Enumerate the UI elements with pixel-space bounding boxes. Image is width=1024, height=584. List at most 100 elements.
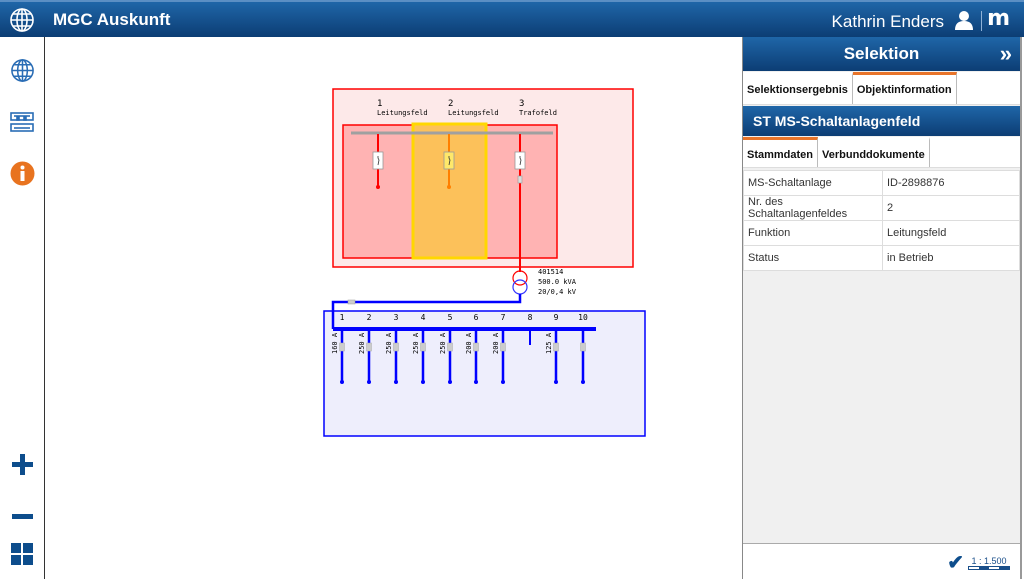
feeder-fuse <box>447 342 453 352</box>
feeder-amps: 200 A <box>465 332 473 354</box>
attr-key: MS-Schaltanlage <box>743 170 883 196</box>
scale-indicator: 1 : 1.500 <box>968 556 1010 570</box>
switch-symbol <box>448 156 451 166</box>
panel-title: Selektion <box>843 44 920 63</box>
feeder-number: 10 <box>578 313 588 322</box>
feeder-number: 3 <box>394 313 399 322</box>
feeder-fuse <box>473 342 479 352</box>
field-label: Trafofeld <box>519 109 557 117</box>
globe-icon[interactable] <box>10 58 35 83</box>
feeder-amps: 250 A <box>385 332 393 354</box>
feeder-end <box>448 380 452 384</box>
attr-key: Status <box>743 245 883 271</box>
feeder-fuse <box>420 342 426 352</box>
attr-value: 2 <box>882 195 1020 221</box>
feeder-number: 4 <box>421 313 426 322</box>
panel-footer: ✔ 1 : 1.500 <box>743 543 1020 579</box>
feeder-end <box>581 380 585 384</box>
user-name[interactable]: Kathrin Enders <box>831 12 944 31</box>
feeder-fuse <box>339 342 345 352</box>
user-icon[interactable] <box>954 10 974 35</box>
switch-symbol <box>377 156 380 166</box>
feeder-end <box>474 380 478 384</box>
switch-symbol <box>519 156 522 166</box>
transformer-primary-icon[interactable] <box>512 270 528 286</box>
feeder-end <box>394 380 398 384</box>
zoom-out-icon[interactable] <box>10 504 35 529</box>
feeder-fuse <box>393 342 399 352</box>
field-number: 2 <box>448 99 453 109</box>
scale-bar <box>968 566 1010 570</box>
feeder-end <box>501 380 505 384</box>
switch-icon[interactable] <box>514 151 526 170</box>
feeder-amps: 250 A <box>412 332 420 354</box>
transformer-power: 500.0 kVA <box>538 278 577 286</box>
feeder-end <box>554 380 558 384</box>
info-icon[interactable] <box>10 161 35 186</box>
zoom-in-icon[interactable] <box>10 452 35 477</box>
feeder-amps: 250 A <box>358 332 366 354</box>
feeder-amps: 160 A <box>331 332 339 354</box>
section-title: ST MS-Schaltanlagenfeld <box>743 106 1020 136</box>
feeder-end <box>367 380 371 384</box>
attr-value: in Betrieb <box>882 245 1020 271</box>
feeder-fuse <box>366 342 372 352</box>
attr-value: Leitungsfeld <box>882 220 1020 246</box>
field-label: Leitungsfeld <box>448 109 499 117</box>
feeder-fuse <box>553 342 559 352</box>
ns-cable <box>331 294 522 329</box>
feeder-number: 7 <box>501 313 506 322</box>
feeder-fuse <box>580 342 586 352</box>
attr-value: ID-2898876 <box>882 170 1020 196</box>
tab-objektinformation[interactable]: Objektinformation <box>852 72 957 104</box>
feeder-number: 8 <box>528 313 533 322</box>
field-number: 3 <box>519 99 524 109</box>
feeder-amps: 200 A <box>492 332 500 354</box>
feeder-end <box>340 380 344 384</box>
cable-end <box>447 185 451 189</box>
feeder-number: 5 <box>448 313 453 322</box>
attr-key: Nr. des Schaltanlagenfeldes <box>743 195 883 221</box>
brand-logo[interactable]: m <box>987 6 1010 31</box>
collapse-panel-icon[interactable]: » <box>999 41 1012 66</box>
top-bar: MGC Auskunft Kathrin Enders m <box>0 0 1024 37</box>
cable-end <box>376 185 380 189</box>
layers-icon[interactable] <box>10 110 35 135</box>
tab-selektionsergebnis[interactable]: Selektionsergebnis <box>743 72 853 104</box>
panel-header: Selektion » <box>743 37 1020 71</box>
fuse <box>347 299 356 305</box>
ns-distribution[interactable] <box>323 310 646 437</box>
transformer-secondary-icon[interactable] <box>512 279 528 295</box>
feeder-number: 6 <box>474 313 479 322</box>
feeder-number: 9 <box>554 313 559 322</box>
tab-verbunddokumente[interactable]: Verbunddokumente <box>818 137 930 167</box>
feeder-amps: 125 A <box>545 332 553 354</box>
sub-tabs: Stammdaten Verbunddokumente <box>743 137 1020 168</box>
globe-logo-icon[interactable] <box>9 7 35 38</box>
transformer-id: 401514 <box>538 268 563 276</box>
feeder-fuse <box>500 342 506 352</box>
transformer-voltage: 20/0,4 kV <box>538 288 577 296</box>
feeder-amps: 250 A <box>439 332 447 354</box>
tab-stammdaten[interactable]: Stammdaten <box>743 137 819 167</box>
feeder-end <box>421 380 425 384</box>
divider <box>981 11 982 31</box>
field-label: Leitungsfeld <box>377 109 428 117</box>
switch-icon[interactable] <box>443 151 455 170</box>
field-number: 1 <box>377 99 382 109</box>
switch-icon[interactable] <box>372 151 384 170</box>
app-title: MGC Auskunft <box>53 10 171 29</box>
panel-tabs: Selektionsergebnis Objektinformation <box>743 72 1020 105</box>
left-toolbar <box>0 37 45 579</box>
attr-key: Funktion <box>743 220 883 246</box>
selection-panel: Selektion » Selektionsergebnis Objektinf… <box>742 37 1022 579</box>
grid-icon[interactable] <box>10 542 35 567</box>
check-icon[interactable]: ✔ <box>947 552 964 574</box>
